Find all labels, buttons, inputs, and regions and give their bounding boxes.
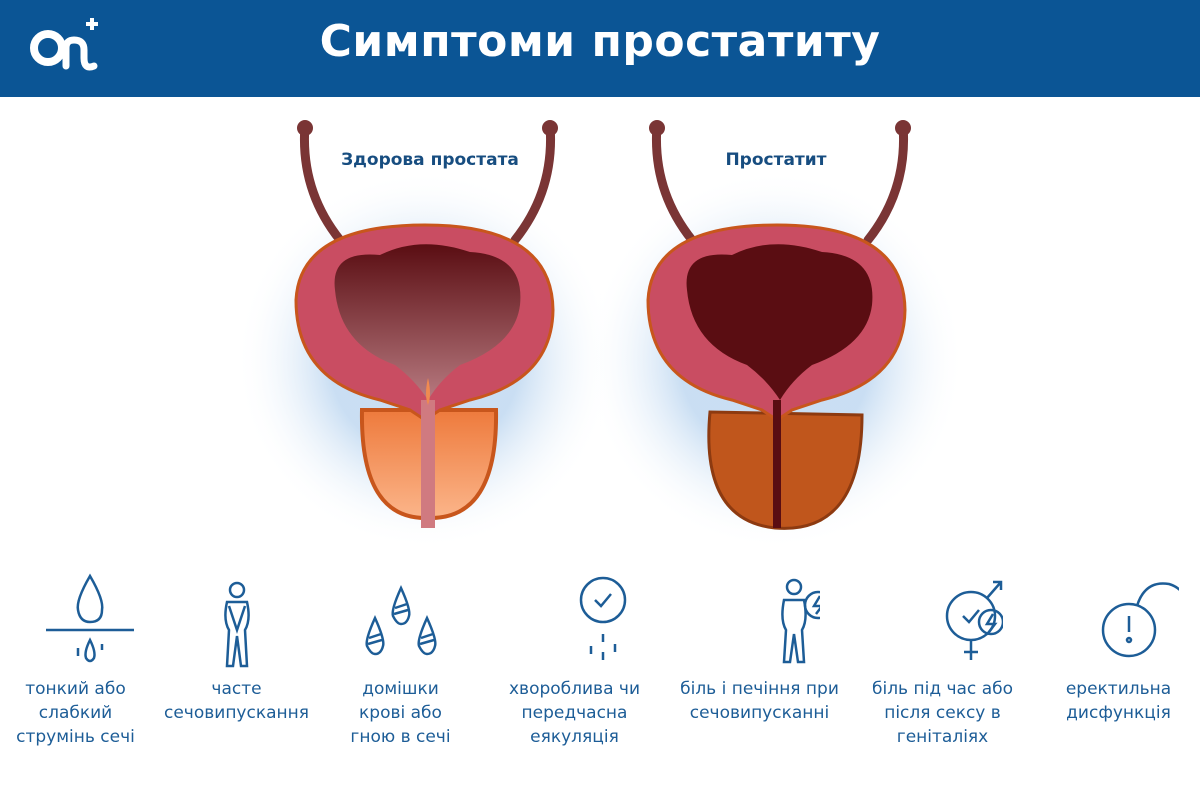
erectile-dysfunction-icon [1101,582,1179,658]
symptom-label: слабкий [38,703,113,723]
symptom-label: передчасна [521,703,628,723]
symptom-erectile-dysfunction: еректильна дисфункція [1031,570,1200,725]
symptom-label: після сексу в [884,703,1001,723]
symptom-weak-stream: тонкий або слабкий струмінь сечі [0,570,163,749]
urination-pain-icon [780,578,820,664]
header-bar: Симптоми простатиту [0,0,1200,97]
healthy-prostate [235,120,615,550]
symptom-label: геніталіях [896,727,989,747]
blood-drops-icon [364,584,437,656]
symptom-sex-pain: біль під час або після сексу в геніталіях [855,570,1030,749]
symptom-blood-in-urine: домішки крові або гною в сечі [313,570,488,749]
symptom-label: тонкий або [25,679,126,699]
symptom-frequent-urination: часте сечовипускання [149,570,324,725]
symptom-label: гною в сечі [350,727,451,747]
page-title: Симптоми простатиту [319,16,881,67]
symptom-label: хвороблива чи [508,679,640,699]
symptom-label: сечовипускання [164,703,309,723]
symptom-label: струмінь сечі [16,727,135,747]
logo [30,18,98,71]
symptom-urination-pain: біль і печіння при сечовипусканні [672,570,847,725]
symptom-label: еректильна [1065,679,1172,699]
clock-drops-icon [579,576,626,660]
prostatitis-prostate [585,120,965,550]
frequent-urination-icon [223,581,250,668]
symptom-label: крові або [359,703,442,723]
symptom-label: часте [211,679,262,699]
sex-pain-icon [945,580,1003,660]
symptom-label: домішки [362,679,439,699]
symptom-label: біль і печіння при [680,679,839,699]
symptom-label: еякуляція [530,727,619,747]
symptom-label: біль під час або [871,679,1013,699]
weak-stream-icon [45,573,134,663]
symptom-ejaculation: хвороблива чи передчасна еякуляція [487,570,662,749]
symptom-label: сечовипусканні [689,703,830,723]
healthy-prostate-label: Здорова простата [341,150,519,170]
symptom-label: дисфункція [1066,703,1171,723]
prostatitis-label: Простатит [725,150,827,170]
